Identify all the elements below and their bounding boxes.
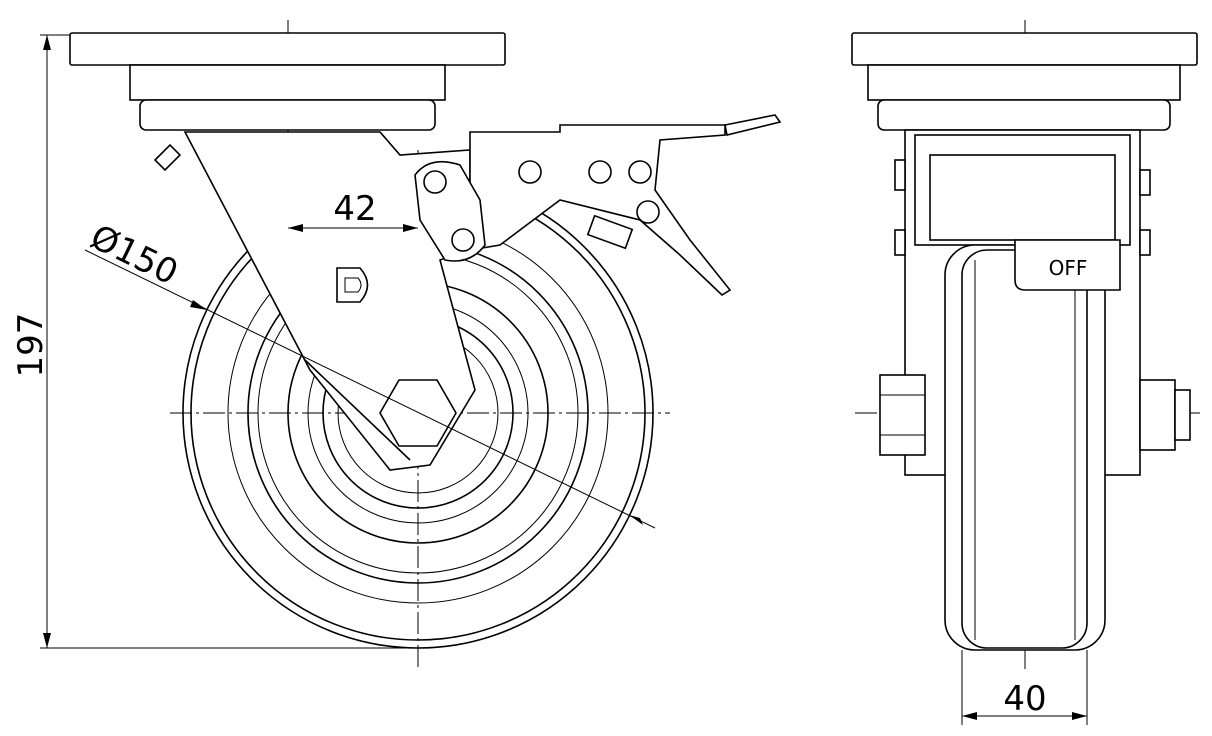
- axle: [879, 374, 1191, 456]
- axle-nut: [379, 379, 457, 447]
- wheel-side: [944, 244, 1106, 651]
- width-dim-label: 40: [1003, 679, 1046, 719]
- left-view: 197 42 Ø150: [11, 20, 782, 670]
- width-dimension: 40: [961, 650, 1088, 725]
- brake-mechanism: [153, 114, 782, 297]
- top-plate: [69, 32, 506, 131]
- logo: [336, 267, 369, 303]
- diameter-dim-label: Ø150: [84, 217, 184, 293]
- offset-dimension: 42: [288, 189, 418, 232]
- height-dimension: 197: [11, 34, 418, 649]
- brake-off-label: OFF: [1049, 256, 1088, 280]
- right-view: OFF 40: [851, 20, 1200, 725]
- brake-label-box: OFF: [1014, 239, 1121, 291]
- offset-dim-label: 42: [333, 189, 376, 229]
- height-dim-label: 197: [11, 313, 51, 378]
